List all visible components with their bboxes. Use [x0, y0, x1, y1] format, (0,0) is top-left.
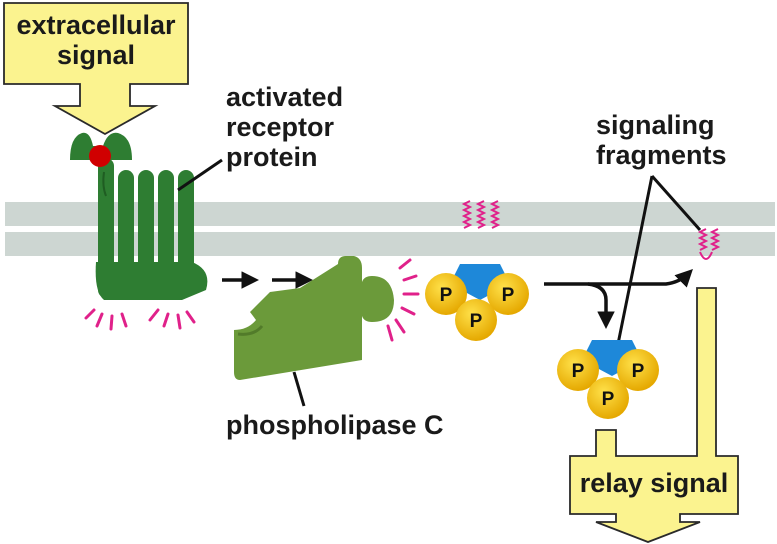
- ip3-molecule: P P P: [557, 340, 659, 419]
- activation-marks: [84, 308, 196, 331]
- dag-fragment: [697, 228, 721, 260]
- cleavage-arrows: [544, 269, 693, 329]
- phosphate-label: P: [440, 285, 453, 306]
- phosphate-label: P: [602, 389, 615, 410]
- pip2-molecule: P P P: [425, 200, 529, 341]
- activated-receptor-label: activated receptor protein: [226, 82, 344, 172]
- fragments-leader: [616, 175, 702, 345]
- extracellular-signal-arrow: [3, 2, 189, 136]
- phospholipase-c: [234, 256, 394, 380]
- phosphate-label: P: [470, 311, 483, 332]
- phosphate-label: P: [572, 361, 585, 382]
- phosphate-label: P: [632, 361, 645, 382]
- receptor-protein: [70, 132, 208, 300]
- phospholipase-leader: [292, 371, 306, 407]
- ligand: [89, 145, 111, 167]
- relay-signal-arrow: [569, 287, 739, 543]
- phospholipase-activation-marks: [386, 258, 420, 342]
- receptor-leader: [177, 158, 223, 192]
- signaling-fragments-label: signaling fragments: [596, 110, 727, 170]
- phospholipase-c-label: phospholipase C: [226, 410, 444, 440]
- phosphate-label: P: [502, 285, 515, 306]
- extracellular-signal-label: extracellular signal: [16, 10, 176, 70]
- relay-signal-label: relay signal: [579, 468, 729, 498]
